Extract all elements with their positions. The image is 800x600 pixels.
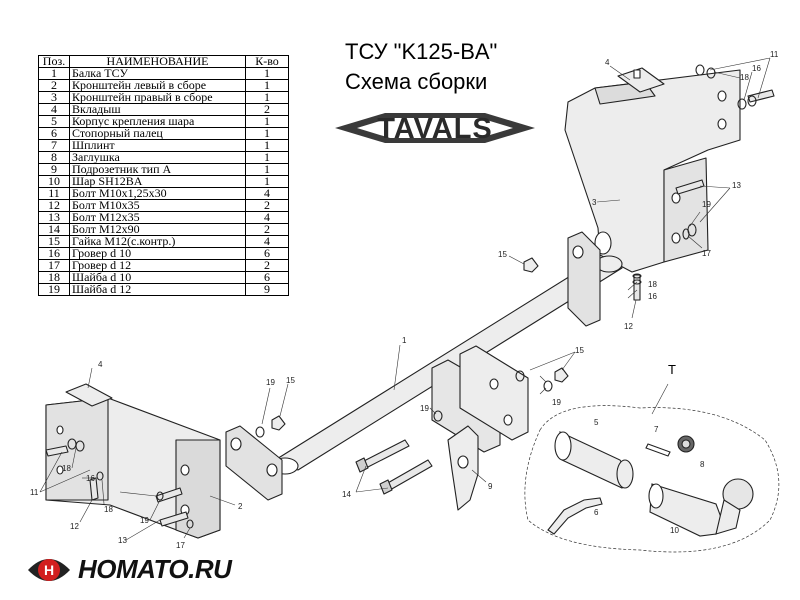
callout-16: 16 [86,474,95,483]
callout-4: 4 [98,360,103,369]
nuts-part-15 [255,257,569,438]
callout-17: 17 [702,249,711,258]
callout-2: 2 [238,502,243,511]
title-line-1: ТСУ "K125-BA" [345,39,498,64]
hitch-plates [431,345,529,453]
callout-3: 3 [592,198,597,207]
callout-9: 9 [488,482,493,491]
row-name: Шайба d 12 [69,283,246,296]
callout-13: 13 [732,181,741,190]
callout-16: 16 [752,64,761,73]
callout-15: 15 [498,250,507,259]
callout-19: 19 [552,398,561,407]
callout-13: 13 [118,536,127,545]
detail-T [524,405,780,553]
callout-19: 19 [140,516,149,525]
row-qty: 9 [245,283,289,296]
callout-1: 1 [402,336,407,345]
callout-7: 7 [654,425,659,434]
callout-11: 11 [30,488,39,497]
callout-T: T [668,362,676,377]
callout-18: 18 [648,280,657,289]
callout-14: 14 [342,490,351,499]
callout-19: 19 [420,404,429,413]
socket-plate-part-9 [447,425,479,511]
insert-part-4-top [617,67,665,93]
leader-lines [39,57,771,541]
callout-17: 17 [176,541,185,550]
insert-part-4-left [65,383,113,407]
homato-footer-text: HOMATO.RU [78,554,232,584]
homato-logo-icon: H [28,559,70,581]
homato-logo-letter: H [44,562,54,578]
callout-15: 15 [286,376,295,385]
left-fasteners [45,438,194,529]
callout-8: 8 [700,460,705,469]
callout-12: 12 [624,322,633,331]
callout-6: 6 [594,508,599,517]
tavals-logo-text: TAVALS [377,113,493,145]
callout-18: 18 [740,73,749,82]
bolts-part-14 [355,439,433,495]
callout-4: 4 [605,58,610,67]
callout-11: 11 [770,50,779,59]
callout-12: 12 [70,522,79,531]
callout-10: 10 [670,526,679,535]
right-fasteners [632,64,775,301]
callout-19: 19 [266,378,275,387]
callout-5: 5 [594,418,599,427]
callout-18: 18 [62,464,71,473]
callout-18: 18 [104,505,113,514]
callout-16: 16 [648,292,657,301]
title-line-2: Схема сборки [345,69,488,94]
callout-15: 15 [575,346,584,355]
row-qty: 2 [245,223,289,236]
tavals-logo: TAVALS [335,113,535,145]
callout-19: 19 [702,200,711,209]
row-qty: 1 [245,139,289,152]
